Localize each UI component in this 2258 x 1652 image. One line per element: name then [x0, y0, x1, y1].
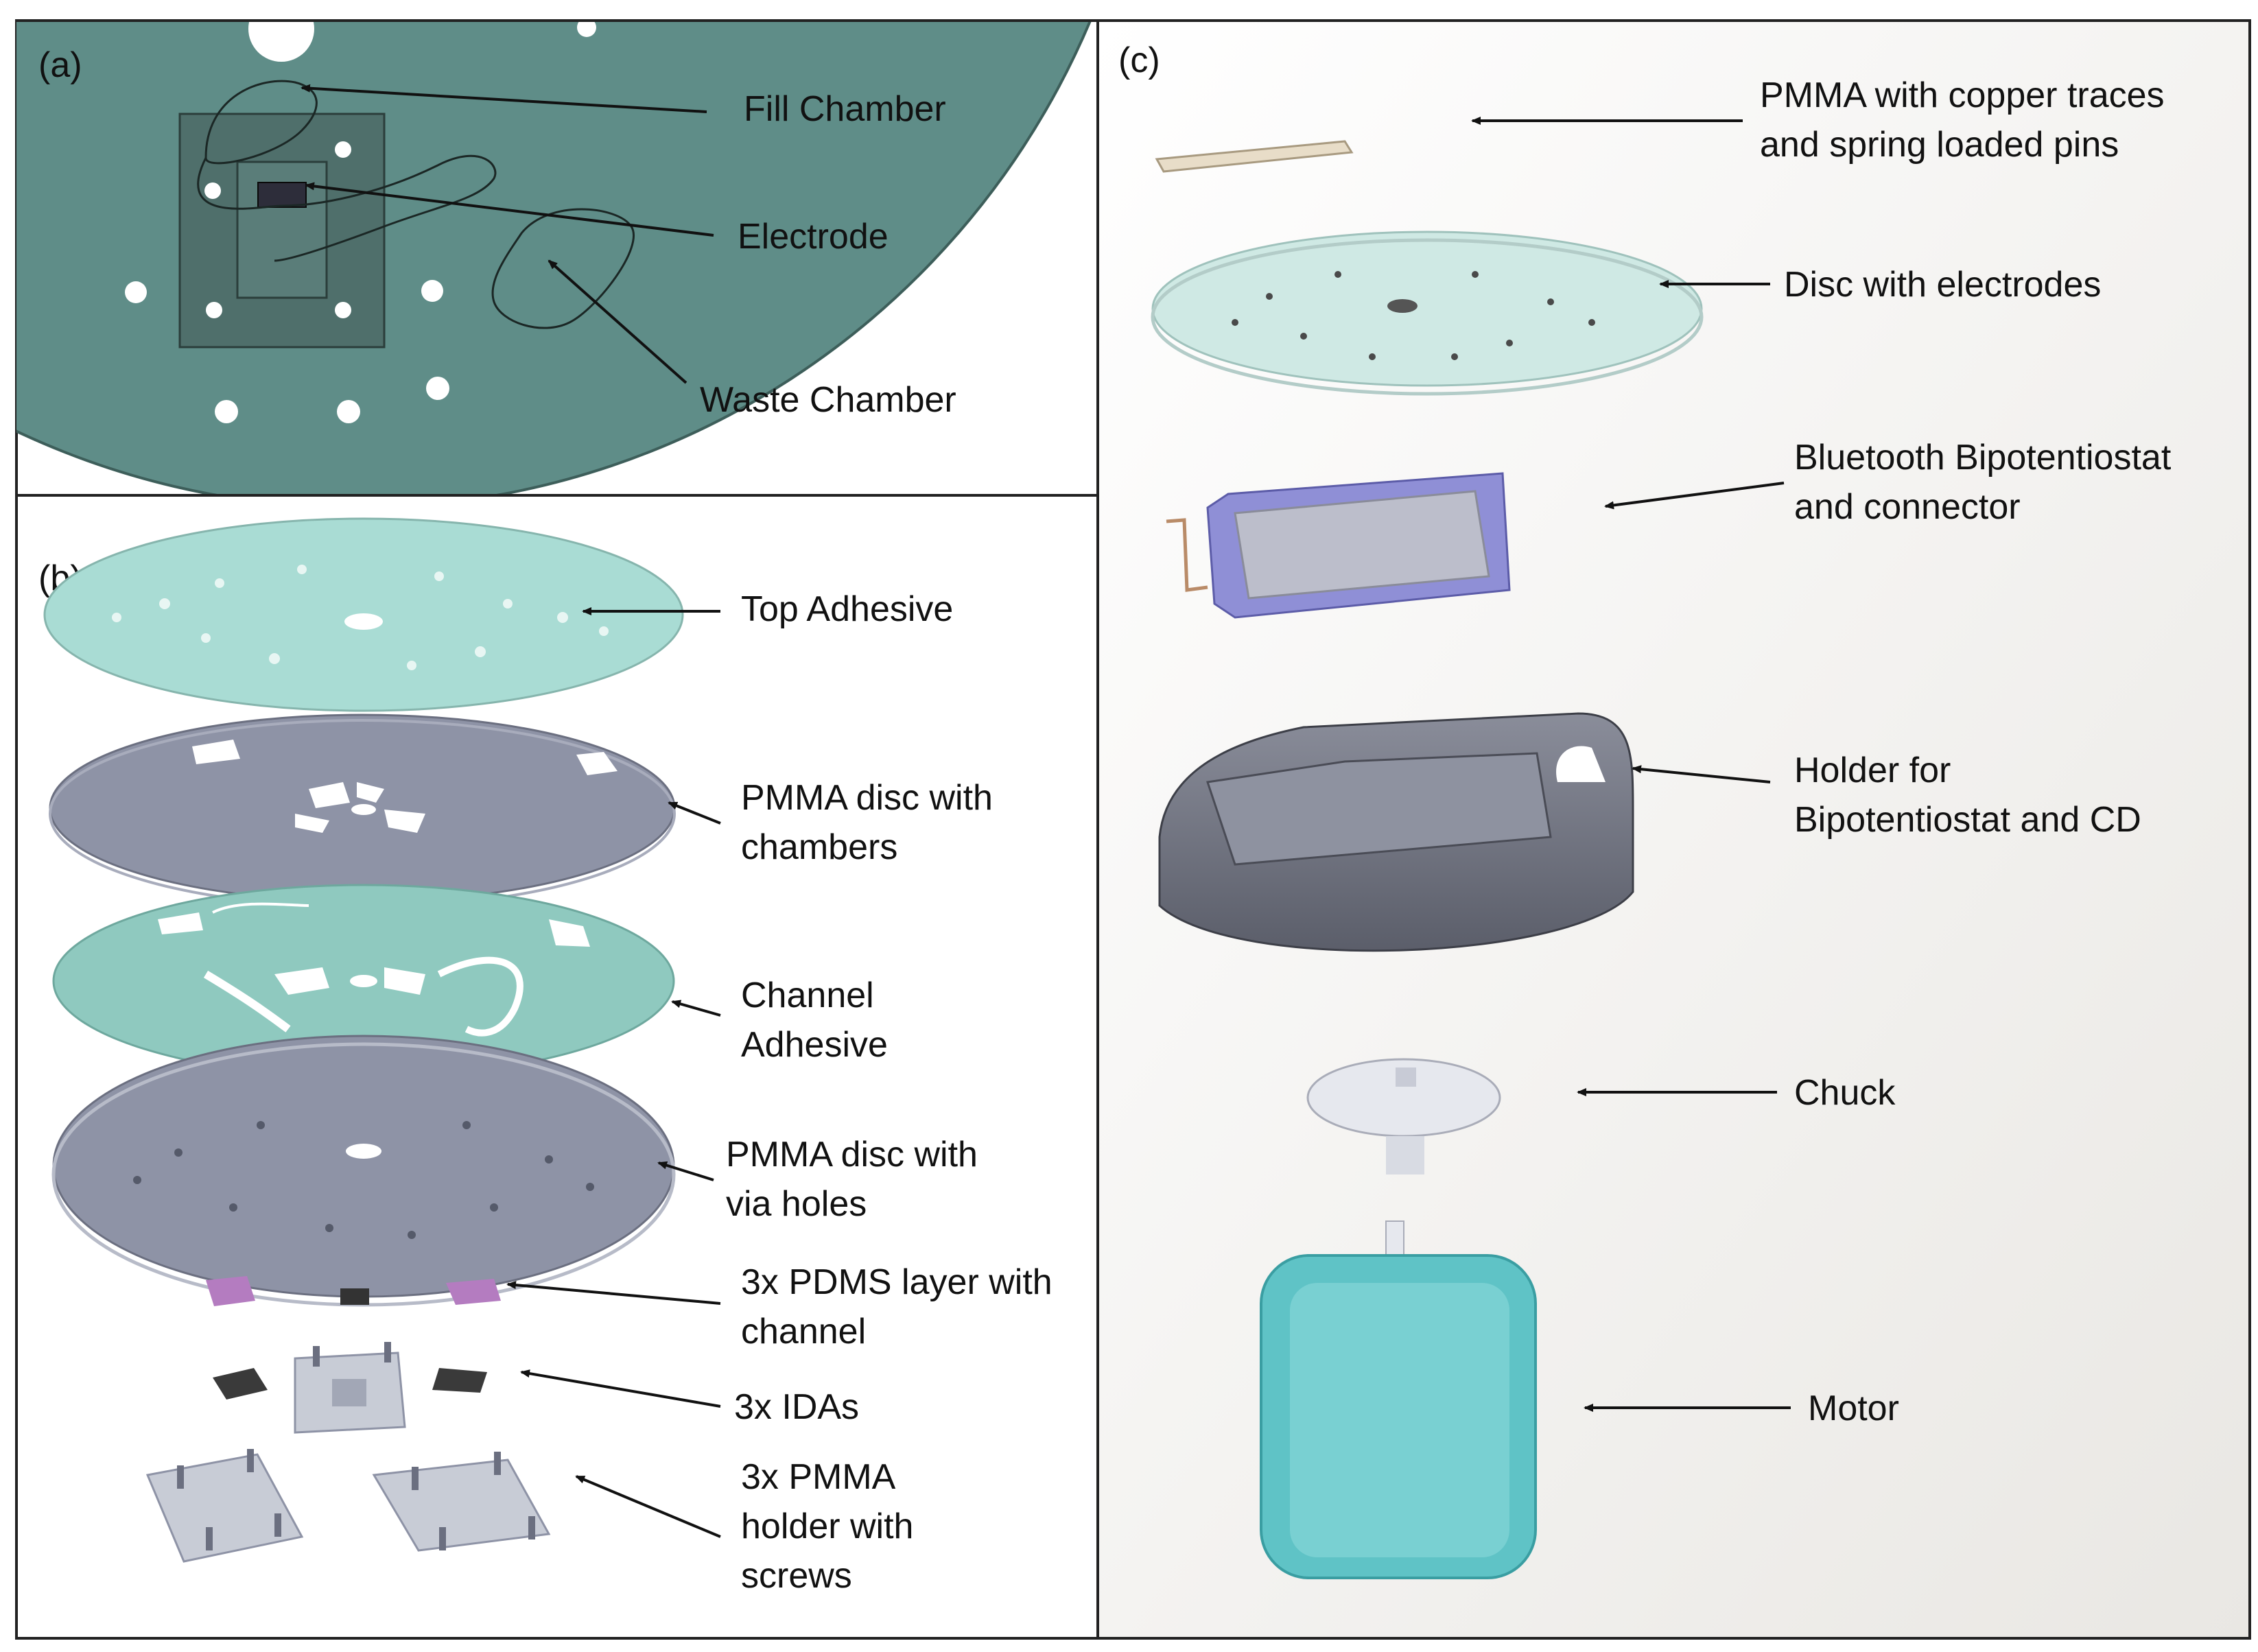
label-bluetooth-1: Bluetooth Bipotentiostat — [1794, 438, 2172, 477]
electrode-disc-edge — [1151, 238, 1704, 396]
pmma-via-disc — [52, 1035, 675, 1298]
panel-a: (a) — [16, 22, 1092, 494]
panel-c-tag: (c) — [1118, 40, 1160, 80]
fill-chamber-shape — [204, 80, 318, 165]
pmma-via-center-hole — [346, 1144, 381, 1159]
label-disc-electrodes: Disc with electrodes — [1784, 265, 2101, 305]
label-holder-1: Holder for — [1794, 751, 1951, 790]
electrode-disc-center-hole — [1387, 299, 1418, 313]
label-channel-adhesive-2: Adhesive — [741, 1025, 888, 1065]
pdms-layer-left — [206, 1276, 255, 1306]
label-pmma-chambers-2: chambers — [741, 827, 897, 867]
label-top-adhesive: Top Adhesive — [741, 589, 953, 629]
arrow-pmma-holder — [575, 1475, 721, 1538]
pmma-holder-center-window — [332, 1379, 366, 1406]
arrow-pdms — [506, 1281, 721, 1305]
pmma-holder-left — [145, 1453, 304, 1563]
pmma-chamber-cutouts — [192, 740, 618, 833]
holder-slot — [1556, 746, 1606, 782]
electrode-disc-holes — [1232, 271, 1595, 360]
panel-b-arrows — [506, 607, 721, 1538]
label-pdms-2: channel — [741, 1312, 866, 1352]
label-chuck: Chuck — [1794, 1073, 1896, 1113]
label-waste-chamber: Waste Chamber — [700, 380, 956, 420]
panel-c-arrows — [1471, 117, 1791, 1412]
label-pmma-via-1: PMMA disc with — [726, 1135, 978, 1175]
label-bluetooth-2: and connector — [1794, 487, 2021, 527]
electrode-pads — [257, 182, 307, 208]
chuck-hub — [1386, 1136, 1424, 1175]
label-motor: Motor — [1808, 1389, 1899, 1428]
bipotentiostat-body — [1234, 490, 1490, 600]
label-holder-1: 3x PMMA — [741, 1457, 896, 1497]
channel-left — [203, 970, 291, 1032]
channel-adhesive-cutouts — [158, 912, 590, 995]
top-adhesive-center-hole — [344, 613, 383, 630]
arrow-holder — [1632, 765, 1771, 783]
microfluidic-channel — [197, 154, 497, 262]
pmma-via-holes — [133, 1121, 594, 1239]
arrow-idas — [520, 1369, 721, 1408]
copper-trace-strip — [1155, 140, 1354, 173]
arrow-channel-adhesive — [671, 1000, 721, 1017]
arrow-electrode — [305, 182, 714, 237]
disc-holes-a — [125, 22, 596, 423]
label-electrode: Electrode — [738, 217, 889, 257]
label-channel-adhesive-1: Channel — [741, 976, 874, 1015]
top-adhesive-holes — [112, 565, 609, 670]
panel-a-callouts: Fill Chamber Electrode Waste Chamber — [301, 84, 956, 420]
panel-a-tag: (a) — [38, 45, 82, 85]
label-holder-2: holder with — [741, 1507, 913, 1546]
label-copper-2: and spring loaded pins — [1760, 125, 2119, 165]
label-pdms-1: 3x PDMS layer with — [741, 1262, 1052, 1302]
arrow-pmma-via — [657, 1161, 714, 1181]
channel-right — [437, 956, 524, 1037]
arrow-pmma-chambers — [668, 801, 721, 825]
center-hole — [248, 22, 314, 62]
chuck-shaft — [1396, 1067, 1416, 1087]
label-fill-chamber: Fill Chamber — [744, 89, 946, 129]
label-idas: 3x IDAs — [734, 1387, 859, 1427]
channel-top — [212, 902, 309, 914]
panel-b: (b) — [38, 517, 1052, 1596]
holder-screws — [177, 1342, 535, 1550]
bipotentiostat-connector — [1166, 518, 1208, 592]
label-copper-1: PMMA with copper traces — [1760, 75, 2165, 115]
electrode-disc — [1151, 231, 1703, 387]
pdms-layer-right — [446, 1279, 501, 1305]
label-holder-3: screws — [741, 1556, 852, 1596]
label-pmma-chambers-1: PMMA disc with — [741, 778, 993, 818]
arrow-fill-chamber — [301, 84, 707, 113]
label-pmma-via-2: via holes — [726, 1184, 867, 1224]
arrow-bipotentiostat — [1604, 482, 1785, 510]
panel-c: (c) — [1118, 40, 2172, 1579]
arrow-waste-chamber — [548, 259, 687, 384]
ida-left — [213, 1368, 268, 1400]
pdms-layer-center — [340, 1288, 369, 1305]
ida-right — [432, 1368, 487, 1393]
motor-face — [1290, 1283, 1509, 1557]
holder-cavity — [1206, 752, 1552, 866]
waste-chamber-shape — [491, 208, 635, 329]
label-holder-2: Bipotentiostat and CD — [1794, 800, 2141, 840]
